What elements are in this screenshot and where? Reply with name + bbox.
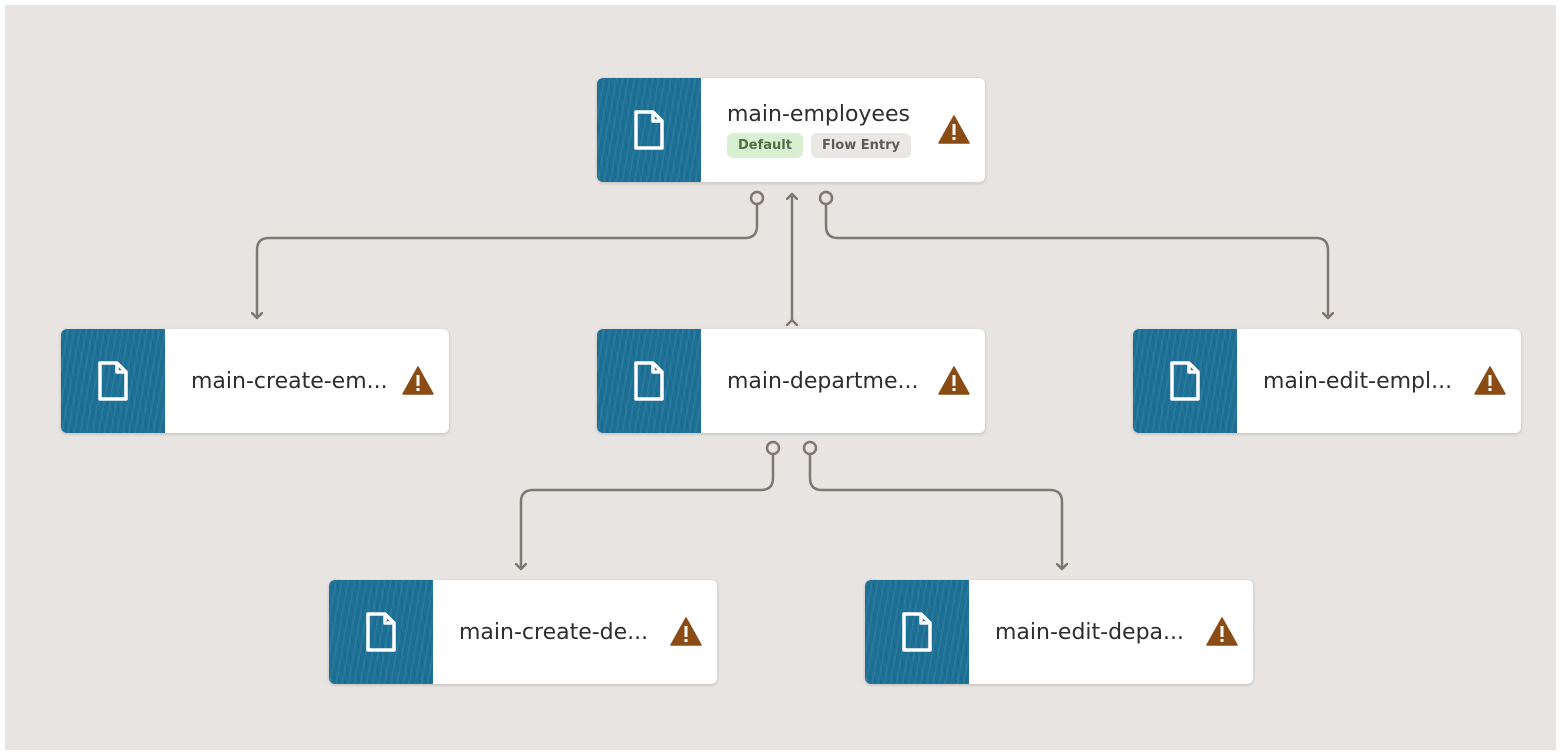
page-tile bbox=[329, 580, 433, 684]
page-icon bbox=[98, 361, 128, 401]
warning-icon[interactable] bbox=[669, 615, 703, 649]
node-main-employees[interactable]: main-employees Default Flow Entry bbox=[597, 78, 985, 182]
page-tile bbox=[865, 580, 969, 684]
node-title: main-employees bbox=[727, 102, 910, 127]
node-main-edit-department[interactable]: main-edit-depa... bbox=[865, 580, 1253, 684]
warning-icon[interactable] bbox=[1473, 364, 1507, 398]
node-title: main-create-de... bbox=[459, 619, 649, 645]
warning-icon[interactable] bbox=[937, 113, 971, 147]
page-tile bbox=[597, 78, 701, 182]
connector-employees-to-create-employee[interactable] bbox=[257, 190, 765, 318]
node-title: main-create-em... bbox=[191, 368, 388, 394]
connector-employees-to-edit-employee[interactable] bbox=[818, 190, 1328, 318]
page-icon bbox=[634, 110, 664, 150]
connector-departments-to-edit-department[interactable] bbox=[802, 440, 1062, 569]
node-title: main-departme... bbox=[727, 368, 919, 394]
page-icon bbox=[366, 612, 396, 652]
node-title: main-edit-depa... bbox=[995, 619, 1185, 645]
node-main-edit-employee[interactable]: main-edit-empl... bbox=[1133, 329, 1521, 433]
page-tile bbox=[1133, 329, 1237, 433]
page-tile bbox=[61, 329, 165, 433]
page-tile bbox=[597, 329, 701, 433]
node-main-departments[interactable]: main-departme... bbox=[597, 329, 985, 433]
page-icon bbox=[1170, 361, 1200, 401]
warning-icon[interactable] bbox=[401, 364, 435, 398]
connector-departments-to-create-department[interactable] bbox=[521, 440, 781, 569]
default-badge: Default bbox=[727, 133, 803, 158]
warning-icon[interactable] bbox=[1205, 615, 1239, 649]
page-icon bbox=[902, 612, 932, 652]
node-main-create-department[interactable]: main-create-de... bbox=[329, 580, 717, 684]
node-main-create-employee[interactable]: main-create-em... bbox=[61, 329, 449, 433]
node-title: main-edit-empl... bbox=[1263, 368, 1453, 394]
page-icon bbox=[634, 361, 664, 401]
flow-entry-badge: Flow Entry bbox=[810, 133, 912, 158]
warning-icon[interactable] bbox=[937, 364, 971, 398]
